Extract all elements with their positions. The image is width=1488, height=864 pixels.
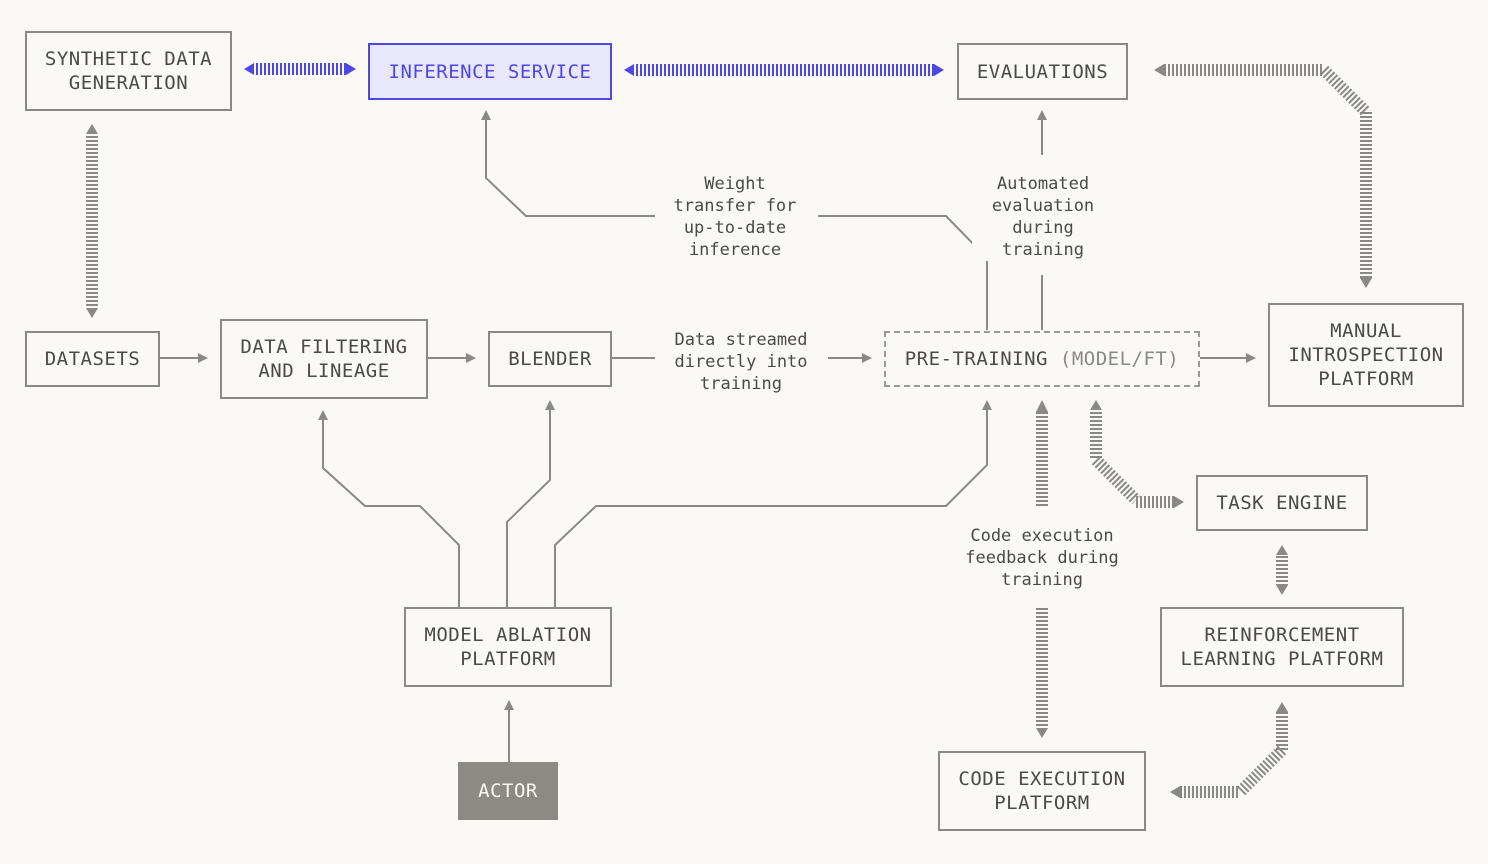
arrowhead: [346, 63, 356, 75]
node-inference-service[interactable]: INFERENCE SERVICE: [368, 43, 612, 100]
node-blender[interactable]: BLENDER: [488, 331, 612, 387]
arrowhead: [1036, 400, 1048, 412]
arrowhead: [1090, 400, 1102, 410]
node-datasets[interactable]: DATASETS: [25, 331, 160, 387]
hatched-edge-rl-codeexec-curve: [1235, 745, 1287, 797]
node-synthetic-data-generation[interactable]: SYNTHETIC DATA GENERATION: [25, 31, 232, 111]
node-code-execution-platform[interactable]: CODE EXECUTION PLATFORM: [938, 751, 1146, 831]
arrowhead: [1246, 353, 1256, 363]
hatched-edge-synthetic-datasets: [86, 134, 98, 308]
arrowhead: [1170, 786, 1180, 798]
arrowhead: [481, 110, 491, 120]
pre-training-label: PRE-TRAINING: [904, 348, 1048, 370]
label-automated-evaluation: Automated evaluation during training: [972, 173, 1114, 261]
hatched-edge-rl-codeexec-v: [1276, 712, 1288, 750]
arrowhead: [1037, 110, 1047, 120]
hatched-edge-pretraining-task-v: [1090, 410, 1102, 460]
node-reinforcement-learning-platform[interactable]: REINFORCEMENT LEARNING PLATFORM: [1160, 607, 1404, 687]
node-manual-introspection-platform[interactable]: MANUAL INTROSPECTION PLATFORM: [1268, 303, 1464, 407]
hatched-edge-pretraining-task-h: [1136, 496, 1174, 508]
arrowhead: [504, 700, 514, 710]
arrowhead: [934, 64, 944, 76]
arrowhead: [318, 410, 328, 420]
hatched-edge-feedback-codeexec: [1036, 608, 1048, 728]
hatched-edge-pretraining-task-curve: [1091, 455, 1141, 505]
node-evaluations[interactable]: EVALUATIONS: [957, 43, 1128, 100]
arrowhead: [86, 124, 98, 134]
arrowhead: [862, 353, 872, 363]
arrowhead: [1276, 545, 1288, 555]
arrowhead: [466, 353, 476, 363]
arrowhead: [198, 353, 208, 363]
hatched-edge-synthetic-inference: [254, 63, 346, 75]
edge-ablation-blender: [506, 410, 551, 607]
edge-weight-transfer-right: [818, 215, 988, 330]
arrowhead: [982, 400, 992, 410]
arrowhead: [1276, 702, 1288, 712]
arrowhead: [244, 63, 254, 75]
hatched-edge-pretraining-feedback: [1036, 412, 1048, 506]
edge-ablation-filtering: [322, 420, 460, 607]
hatched-edge-inference-evaluations: [634, 64, 934, 76]
edge-weight-transfer-left: [485, 120, 655, 217]
arrowhead: [624, 64, 634, 76]
arrowhead: [545, 400, 555, 410]
hatched-edge-eval-introspection-curve: [1319, 65, 1371, 117]
label-code-execution-feedback: Code execution feedback during training: [952, 525, 1132, 591]
arrowhead: [1036, 728, 1048, 738]
arrowhead: [1276, 585, 1288, 595]
arrowhead: [1154, 64, 1164, 76]
label-data-streamed: Data streamed directly into training: [655, 329, 827, 395]
edge-ablation-pretraining: [554, 410, 988, 607]
hatched-edge-task-rl: [1276, 555, 1288, 585]
node-model-ablation-platform[interactable]: MODEL ABLATION PLATFORM: [404, 607, 612, 687]
hatched-edge-rl-codeexec-h: [1180, 786, 1240, 798]
node-pre-training[interactable]: PRE-TRAINING (MODEL/FT): [884, 331, 1200, 387]
arrowhead: [1174, 496, 1184, 508]
arrowhead: [1360, 278, 1372, 288]
hatched-edge-eval-introspection-h: [1164, 64, 1324, 76]
node-data-filtering-lineage[interactable]: DATA FILTERING AND LINEAGE: [220, 319, 428, 399]
arrowhead: [86, 308, 98, 318]
pre-training-suffix: (MODEL/FT): [1047, 348, 1180, 370]
hatched-edge-eval-introspection-v: [1360, 112, 1372, 278]
node-task-engine[interactable]: TASK ENGINE: [1196, 475, 1368, 531]
node-actor[interactable]: ACTOR: [458, 762, 558, 820]
label-weight-transfer: Weight transfer for up-to-date inference: [655, 173, 815, 261]
